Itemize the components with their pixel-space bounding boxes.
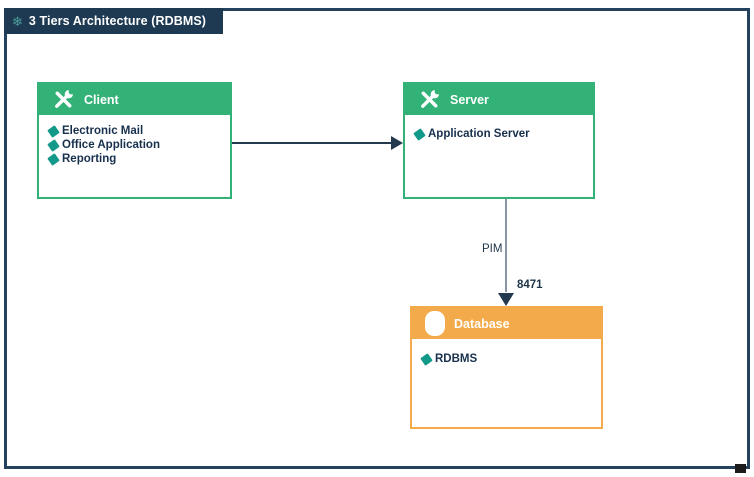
arrowhead-right-icon xyxy=(391,136,403,150)
connector-label-pim: PIM xyxy=(481,243,504,255)
item-label: Application Server xyxy=(428,128,530,140)
list-item: RDBMS xyxy=(420,352,597,366)
list-item: Application Server xyxy=(413,127,589,141)
diagram-frame xyxy=(4,8,750,469)
diamond-icon xyxy=(413,127,426,141)
item-label: RDBMS xyxy=(435,353,478,365)
diamond-icon xyxy=(420,352,433,366)
snowflake-icon: ❄ xyxy=(12,13,23,29)
node-server-title: Server xyxy=(450,92,489,107)
node-client-header: Client xyxy=(39,84,230,117)
tools-icon xyxy=(55,88,75,108)
connector-server-database xyxy=(505,199,507,292)
node-server-body: Application Server xyxy=(405,117,593,141)
connector-label-port: 8471 xyxy=(517,279,543,291)
database-icon xyxy=(425,311,445,336)
node-client-title: Client xyxy=(84,92,119,107)
title-bar: ❄ 3 Tiers Architecture (RDBMS) xyxy=(4,8,223,34)
diamond-icon xyxy=(47,124,60,138)
item-label: Electronic Mail xyxy=(62,125,144,137)
item-label: Reporting xyxy=(62,153,117,165)
corner-mark xyxy=(735,464,746,473)
page-title: 3 Tiers Architecture (RDBMS) xyxy=(28,14,207,28)
arrowhead-down-icon xyxy=(498,293,514,306)
tools-icon xyxy=(421,88,441,108)
node-database-header: Database xyxy=(412,308,601,341)
node-database-body: RDBMS xyxy=(412,341,601,366)
diamond-icon xyxy=(47,152,60,166)
list-item: Office Application xyxy=(47,138,226,152)
item-label: Office Application xyxy=(62,139,160,151)
node-database-title: Database xyxy=(454,316,510,331)
node-server-header: Server xyxy=(405,84,593,117)
list-item: Electronic Mail xyxy=(47,124,226,138)
node-client[interactable]: Client Electronic Mail Office Applicatio… xyxy=(37,82,232,199)
node-server[interactable]: Server Application Server xyxy=(403,82,595,199)
list-item: Reporting xyxy=(47,152,226,166)
node-client-body: Electronic Mail Office Application Repor… xyxy=(39,117,230,166)
connector-client-server xyxy=(232,142,392,144)
diamond-icon xyxy=(47,138,60,152)
node-database[interactable]: Database RDBMS xyxy=(410,306,603,429)
